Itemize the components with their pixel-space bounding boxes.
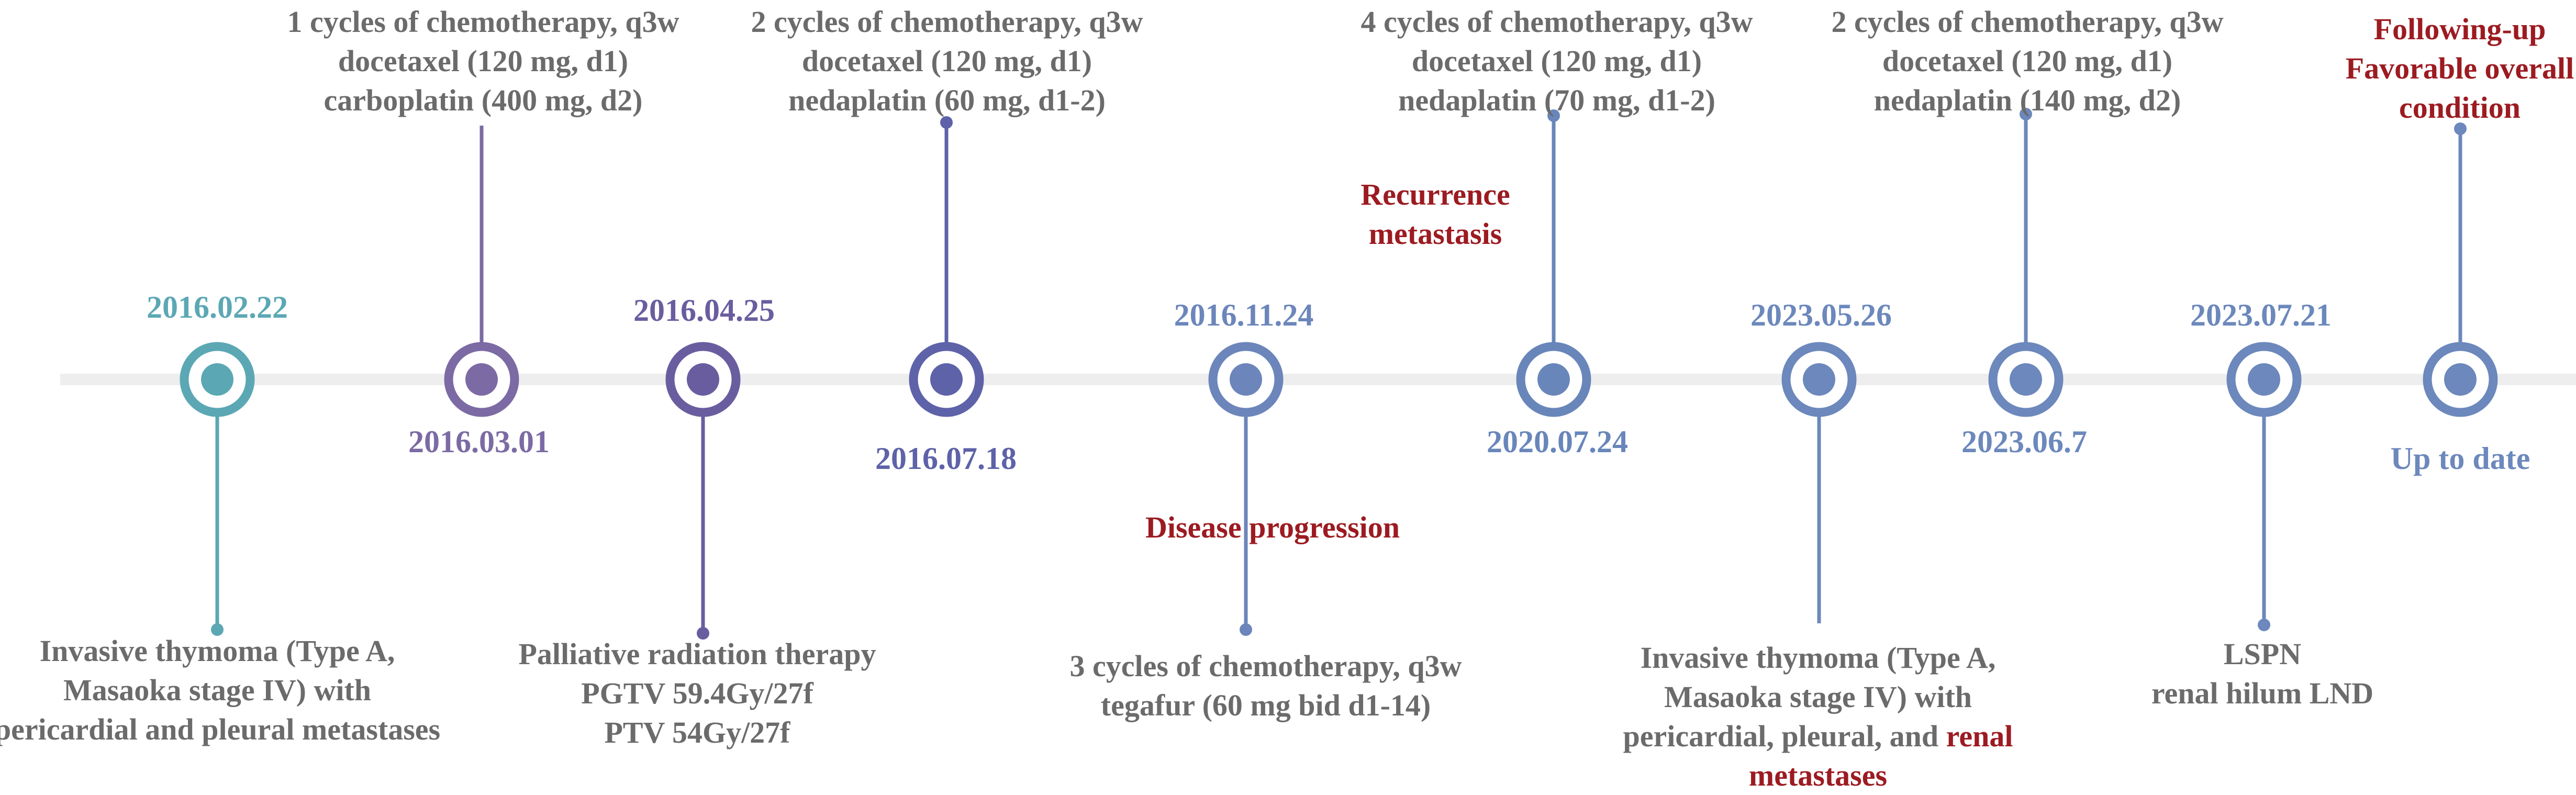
event-4-description: 2 cycles of chemotherapy, q3w docetaxel … [751, 2, 1143, 120]
event-9-marker-core [2248, 363, 2280, 396]
event-5-line-1: 3 cycles of chemotherapy, q3w [1069, 649, 1462, 683]
event-10-line-3: condition [2399, 91, 2521, 125]
event-2-marker-core [465, 363, 498, 396]
event-2-line-3: carboplatin (400 mg, d2) [324, 83, 643, 117]
event-4-line-3: nedaplatin (60 mg, d1-2) [788, 83, 1106, 117]
event-7-line-3-highlight: renal [1946, 719, 2013, 753]
event-3-date: 2016.04.25 [633, 293, 775, 328]
event-1-marker-core [201, 363, 233, 396]
event-10-connector-dot [2454, 122, 2467, 135]
event-7-date: 2023.05.26 [1750, 298, 1892, 332]
event-7-line-4: metastases [1748, 758, 1888, 792]
event-6-note-line-1: Recurrence [1361, 177, 1510, 211]
event-4-line-2: docetaxel (120 mg, d1) [801, 44, 1092, 78]
event-9-line-1: LSPN [2223, 637, 2302, 671]
event-7-description: Invasive thymoma (Type A, Masaoka stage … [1623, 638, 2013, 795]
event-5-description: 3 cycles of chemotherapy, q3w tegafur (6… [1069, 646, 1462, 725]
event-5-connector-dot [1240, 623, 1252, 636]
event-7-line-3-text: pericardial, pleural, and [1623, 719, 1946, 753]
event-4-line-1: 2 cycles of chemotherapy, q3w [751, 5, 1143, 39]
event-8-line-3: nedaplatin (140 mg, d2) [1874, 83, 2181, 117]
event-2-line-1: 1 cycles of chemotherapy, q3w [287, 5, 679, 39]
event-2-description: 1 cycles of chemotherapy, q3w docetaxel … [287, 2, 679, 120]
event-6-marker-core [1537, 363, 1570, 396]
event-10-date: Up to date [2390, 441, 2530, 476]
event-6-line-3: nedaplatin (70 mg, d1-2) [1398, 83, 1715, 117]
event-6-note-line-2: metastasis [1368, 217, 1502, 251]
event-8-marker-core [2010, 363, 2042, 396]
event-10-line-2: Favorable overall [2345, 51, 2574, 85]
event-3-line-3: PTV 54Gy/27f [604, 715, 790, 749]
event-1-line-3: pericardial and pleural metastases [0, 712, 441, 746]
event-5-note: Disease progression [1145, 510, 1400, 544]
event-10-line-1: Following-up [2373, 12, 2546, 46]
event-3-line-1: Palliative radiation therapy [518, 637, 876, 671]
event-10-description: Following-up Favorable overall condition [2346, 9, 2574, 127]
event-2-line-2: docetaxel (120 mg, d1) [338, 44, 629, 78]
event-3-description: Palliative radiation therapy PGTV 59.4Gy… [518, 634, 876, 752]
event-10-marker-core [2444, 363, 2477, 396]
event-8-description: 2 cycles of chemotherapy, q3w docetaxel … [1831, 2, 2223, 120]
event-8-connector-dot [2020, 108, 2032, 120]
event-3-line-2: PGTV 59.4Gy/27f [581, 676, 813, 710]
event-9-line-2: renal hilum LND [2151, 676, 2374, 710]
event-1-date: 2016.02.22 [147, 290, 288, 324]
event-6-description: 4 cycles of chemotherapy, q3w docetaxel … [1361, 2, 1753, 120]
event-8-line-1: 2 cycles of chemotherapy, q3w [1831, 5, 2224, 39]
event-5-date: 2016.11.24 [1174, 298, 1314, 332]
event-6-note: Recurrence metastasis [1361, 175, 1510, 253]
event-7-line-3: pericardial, pleural, and renal [1623, 716, 2013, 756]
event-4-marker-core [930, 363, 963, 396]
event-5-line-2: tegafur (60 mg bid d1-14) [1100, 688, 1431, 722]
event-1-description: Invasive thymoma (Type A, Masaoka stage … [0, 631, 440, 749]
event-8-line-2: docetaxel (120 mg, d1) [1882, 44, 2173, 78]
event-4-date: 2016.07.18 [875, 441, 1017, 476]
event-9-description: LSPN renal hilum LND [2151, 634, 2373, 713]
event-4-connector-dot [940, 116, 953, 129]
event-8-date: 2023.06.7 [1961, 424, 2087, 459]
event-7-line-2: Masaoka stage IV) with [1664, 680, 1972, 714]
event-9-connector-dot [2258, 619, 2270, 631]
event-1-line-1: Invasive thymoma (Type A, [39, 634, 395, 668]
event-6-line-1: 4 cycles of chemotherapy, q3w [1361, 5, 1753, 39]
event-6-connector-dot [1547, 109, 1560, 122]
event-1-line-2: Masaoka stage IV) with [63, 673, 372, 707]
event-5-marker-core [1230, 363, 1262, 396]
event-2-date: 2016.03.01 [408, 424, 550, 459]
event-6-date: 2020.07.24 [1487, 424, 1628, 459]
event-6-line-2: docetaxel (120 mg, d1) [1411, 44, 1702, 78]
event-3-marker-core [687, 363, 719, 396]
event-7-marker-core [1803, 363, 1835, 396]
timeline-axis [60, 374, 2576, 385]
event-7-line-1: Invasive thymoma (Type A, [1640, 641, 1996, 675]
event-3-connector-dot [697, 627, 709, 640]
event-9-date: 2023.07.21 [2190, 298, 2332, 332]
event-1-connector-dot [211, 623, 224, 636]
